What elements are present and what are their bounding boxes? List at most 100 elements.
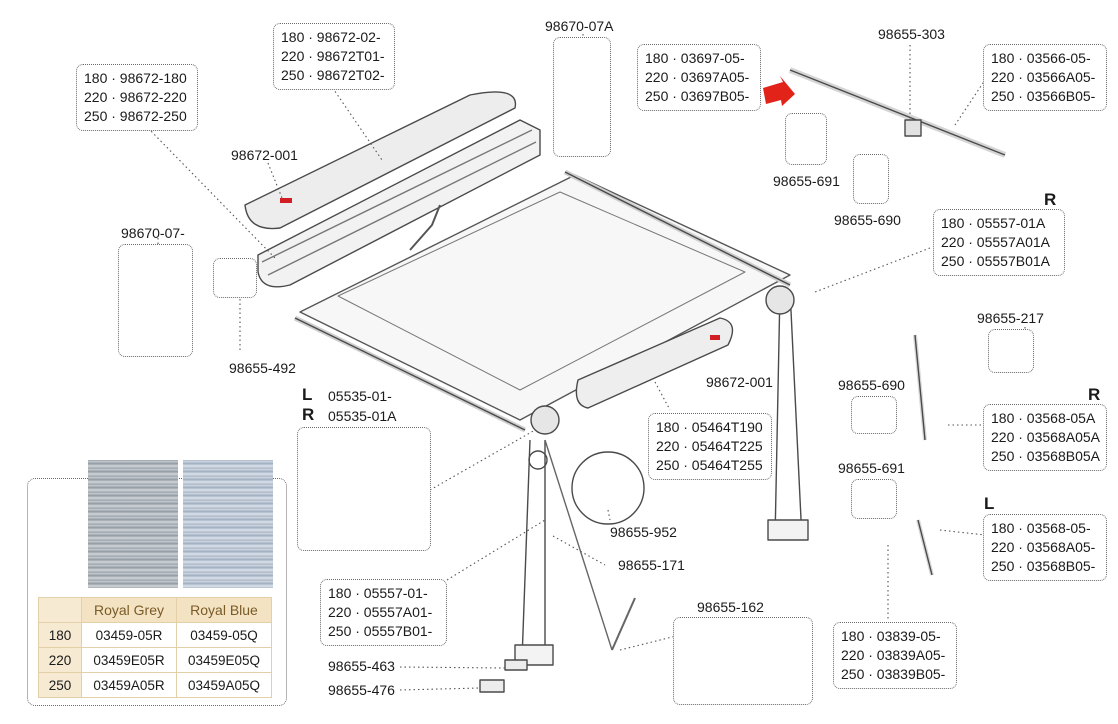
part-label-front-top: 180 · 98672-180 220 · 98672-220 250 · 98… bbox=[76, 64, 198, 131]
part-line: 180 · 03839-05- bbox=[841, 628, 941, 644]
leader-line bbox=[429, 429, 536, 491]
awning-strap bbox=[409, 204, 441, 251]
part-line: 250 · 05557B01A bbox=[941, 253, 1050, 269]
side-label-crank-r: R bbox=[302, 405, 315, 424]
part-690-mid-frame bbox=[851, 396, 897, 434]
part-label-98655-691-mid: 98655-691 bbox=[838, 460, 905, 476]
part-line: 180 · 03566-05- bbox=[991, 50, 1091, 66]
table-corner bbox=[38, 597, 82, 623]
column-header: Royal Blue bbox=[176, 597, 272, 623]
part-label-98670-07A: 98670-07A bbox=[545, 18, 614, 34]
part-line: 250 · 03568B05- bbox=[991, 558, 1096, 574]
cassette-rail-2 bbox=[267, 141, 537, 276]
part-label-98670-07-: 98670-07- bbox=[121, 225, 185, 241]
part-label-98672-001-top: 98672-001 bbox=[231, 147, 298, 163]
part-label-98655-690-mid: 98655-690 bbox=[838, 377, 905, 393]
code-cell: 03459E05Q bbox=[176, 647, 272, 673]
top-arm-slider bbox=[904, 119, 922, 137]
part-line: 250 · 03839B05- bbox=[841, 666, 946, 682]
part-label-98672-001-mid: 98672-001 bbox=[706, 374, 773, 390]
part-label-leg-r-top: 180 · 05557-01A 220 · 05557A01A 250 · 05… bbox=[933, 209, 1065, 276]
leader-line bbox=[619, 634, 681, 651]
part-line: 180 · 98672-02- bbox=[281, 29, 381, 45]
fabric-table: Royal Grey Royal Blue 180 03459-05R 0345… bbox=[38, 597, 272, 698]
left-leg bbox=[521, 439, 546, 661]
part-line: 220 · 98672T01- bbox=[281, 48, 385, 64]
part-label-98655-171: 98655-171 bbox=[618, 557, 685, 573]
tie-down-strap bbox=[544, 439, 613, 651]
crank-parts-frame bbox=[297, 427, 431, 551]
code-cell: 03459A05Q bbox=[176, 672, 272, 698]
leader-line bbox=[147, 127, 276, 259]
part-691-mid-frame bbox=[851, 479, 897, 519]
part-label-98655-217: 98655-217 bbox=[977, 310, 1044, 326]
leader-line bbox=[446, 519, 546, 581]
part-line: 250 · 03697B05- bbox=[645, 88, 750, 104]
endcap-left-frame bbox=[118, 244, 193, 357]
table-header-row: Royal Grey Royal Blue bbox=[38, 597, 272, 623]
rear-arm-line bbox=[564, 171, 791, 286]
part-line: 220 · 03839A05- bbox=[841, 647, 946, 663]
part-label-leg-l-mid: 180 · 03568-05- 220 · 03568A05- 250 · 03… bbox=[983, 514, 1107, 581]
leader-line bbox=[814, 247, 931, 293]
endcap-right-frame bbox=[553, 37, 611, 157]
part-690-top-frame bbox=[853, 154, 889, 204]
part-line: 180 · 05464T190 bbox=[656, 419, 763, 435]
front-arm-line bbox=[294, 317, 526, 431]
strap-kit-frame bbox=[673, 617, 813, 705]
table-row: 180 03459-05R 03459-05Q bbox=[38, 622, 272, 648]
side-label-l2: L bbox=[984, 494, 995, 513]
size-cell: 250 bbox=[38, 672, 82, 698]
part-line: 250 · 05464T255 bbox=[656, 457, 763, 473]
leader-line bbox=[654, 381, 671, 411]
part-line: 220 · 03697A05- bbox=[645, 69, 750, 85]
part-label-roller-tube: 180 · 05464T190 220 · 05464T225 250 · 05… bbox=[648, 413, 772, 480]
part-label-top-arm-r: 180 · 03697-05- 220 · 03697A05- 250 · 03… bbox=[637, 44, 761, 111]
swatch-royal-grey bbox=[88, 460, 178, 588]
part-label-crank-l: 05535-01- bbox=[328, 388, 392, 404]
detail-circle bbox=[571, 451, 645, 525]
awning-fabric bbox=[299, 174, 791, 421]
part-217-frame bbox=[988, 329, 1034, 373]
size-cell: 220 bbox=[38, 647, 82, 673]
part-line: 220 · 05464T225 bbox=[656, 438, 763, 454]
ground-peg bbox=[611, 597, 636, 651]
bracket-frame bbox=[213, 258, 257, 298]
part-line: 180 · 03697-05- bbox=[645, 50, 745, 66]
leader-line bbox=[329, 83, 383, 161]
part-line: 220 · 03568A05- bbox=[991, 539, 1096, 555]
part-691-top-frame bbox=[785, 113, 827, 165]
part-line: 250 · 05557B01- bbox=[328, 623, 433, 639]
part-line: 180 · 03568-05A bbox=[991, 410, 1096, 426]
part-line: 180 · 98672-180 bbox=[84, 70, 187, 86]
part-label-crank-r: 05535-01A bbox=[328, 408, 397, 424]
roller-logo bbox=[710, 335, 720, 340]
leader-line bbox=[607, 509, 611, 521]
detail-circle-small bbox=[528, 450, 548, 470]
crank-head-left bbox=[530, 405, 560, 435]
code-cell: 03459E05R bbox=[81, 647, 177, 673]
part-label-98655-476: 98655-476 bbox=[328, 682, 395, 698]
cassette-rail bbox=[261, 129, 533, 263]
part-line: 250 · 03568B05A bbox=[991, 448, 1100, 464]
part-label-98655-492: 98655-492 bbox=[229, 360, 296, 376]
awning-fabric-inner bbox=[337, 191, 746, 391]
leader-line bbox=[267, 162, 283, 199]
part-line: 220 · 05557A01A bbox=[941, 234, 1050, 250]
code-cell: 03459-05Q bbox=[176, 622, 272, 648]
clip-476 bbox=[479, 679, 505, 693]
part-line: 180 · 05557-01A bbox=[941, 215, 1046, 231]
side-label-r2: R bbox=[1088, 385, 1101, 404]
part-label-leg-r-mid: 180 · 03568-05A 220 · 03568A05A 250 · 03… bbox=[983, 404, 1107, 471]
part-label-top-cover: 180 · 98672-02- 220 · 98672T01- 250 · 98… bbox=[273, 23, 395, 90]
size-cell: 180 bbox=[38, 622, 82, 648]
part-label-98655-162: 98655-162 bbox=[697, 599, 764, 615]
leader-line bbox=[939, 529, 986, 536]
leader-line bbox=[552, 535, 606, 566]
side-label-r1: R bbox=[1044, 190, 1057, 209]
part-line: 180 · 03568-05- bbox=[991, 520, 1091, 536]
top-cover bbox=[244, 91, 517, 230]
leg-mid-right-line bbox=[914, 334, 926, 441]
part-line: 180 · 05557-01- bbox=[328, 585, 428, 601]
leader-line bbox=[399, 687, 481, 691]
